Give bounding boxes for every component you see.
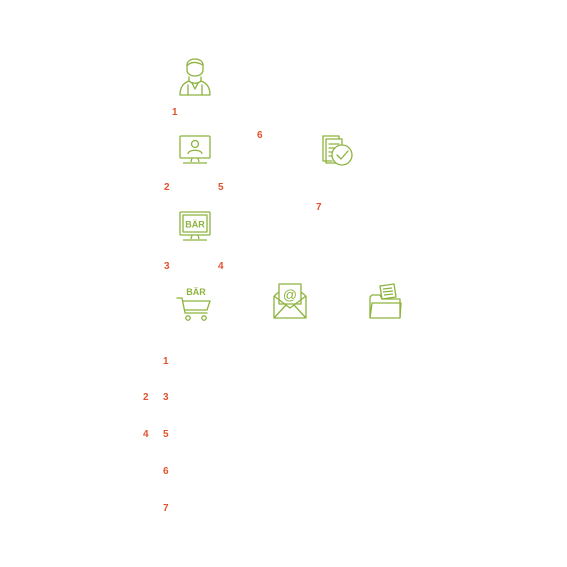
email-envelope-icon: @	[272, 282, 308, 320]
diagram-label-2: 2	[164, 182, 170, 193]
legend-label-3: 3	[163, 392, 169, 403]
legend-label-7: 7	[163, 503, 169, 514]
legend-label-4: 4	[143, 429, 149, 440]
document-checkmark-icon	[320, 133, 356, 169]
legend-label-6: 6	[163, 466, 169, 477]
legend-label-5: 5	[163, 429, 169, 440]
monitor-brand-icon: BÄR	[178, 211, 212, 243]
monitor-user-icon	[178, 135, 212, 165]
shopping-cart-icon: BÄR	[176, 285, 212, 323]
folder-documents-icon	[368, 283, 402, 319]
svg-text:BÄR: BÄR	[185, 220, 205, 230]
person-icon	[178, 53, 212, 97]
diagram-label-4: 4	[218, 261, 224, 272]
svg-text:@: @	[283, 287, 297, 303]
diagram-label-6: 6	[257, 130, 263, 141]
legend-label-1: 1	[163, 356, 169, 367]
diagram-label-5: 5	[218, 182, 224, 193]
legend-label-2: 2	[143, 392, 149, 403]
svg-text:BÄR: BÄR	[186, 287, 206, 297]
diagram-label-7: 7	[316, 202, 322, 213]
diagram-label-1: 1	[172, 107, 178, 118]
diagram-label-3: 3	[164, 261, 170, 272]
